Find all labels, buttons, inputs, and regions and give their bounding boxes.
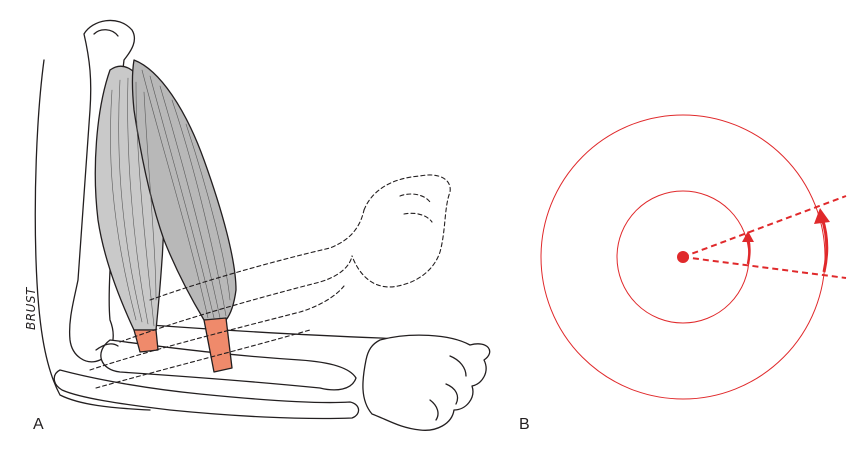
- fist-knuckle-lines: [429, 355, 467, 421]
- panel-label-b: B: [519, 416, 530, 433]
- elbow-crease: [95, 343, 119, 351]
- rotation-diagram: [540, 114, 847, 400]
- humerus-head-detail: [93, 29, 119, 37]
- muscle-fibers: [110, 69, 231, 327]
- panel-label-a: A: [33, 416, 44, 433]
- arm-illustration: [34, 19, 491, 431]
- rotated-ray-dashed: [682, 195, 847, 258]
- inner-arrowhead: [742, 231, 754, 242]
- flexed-forearm-dashed-outline: [89, 174, 451, 389]
- forearm-ulna: [53, 369, 360, 420]
- reference-ray-dashed: [682, 256, 847, 279]
- upper-arm-skin-outline: [34, 59, 151, 411]
- pivot-point: [677, 251, 689, 263]
- outer-arrowhead: [814, 208, 830, 224]
- artist-signature: BRUST: [24, 287, 38, 330]
- fist: [362, 334, 491, 431]
- biceps-tendon: [133, 329, 159, 353]
